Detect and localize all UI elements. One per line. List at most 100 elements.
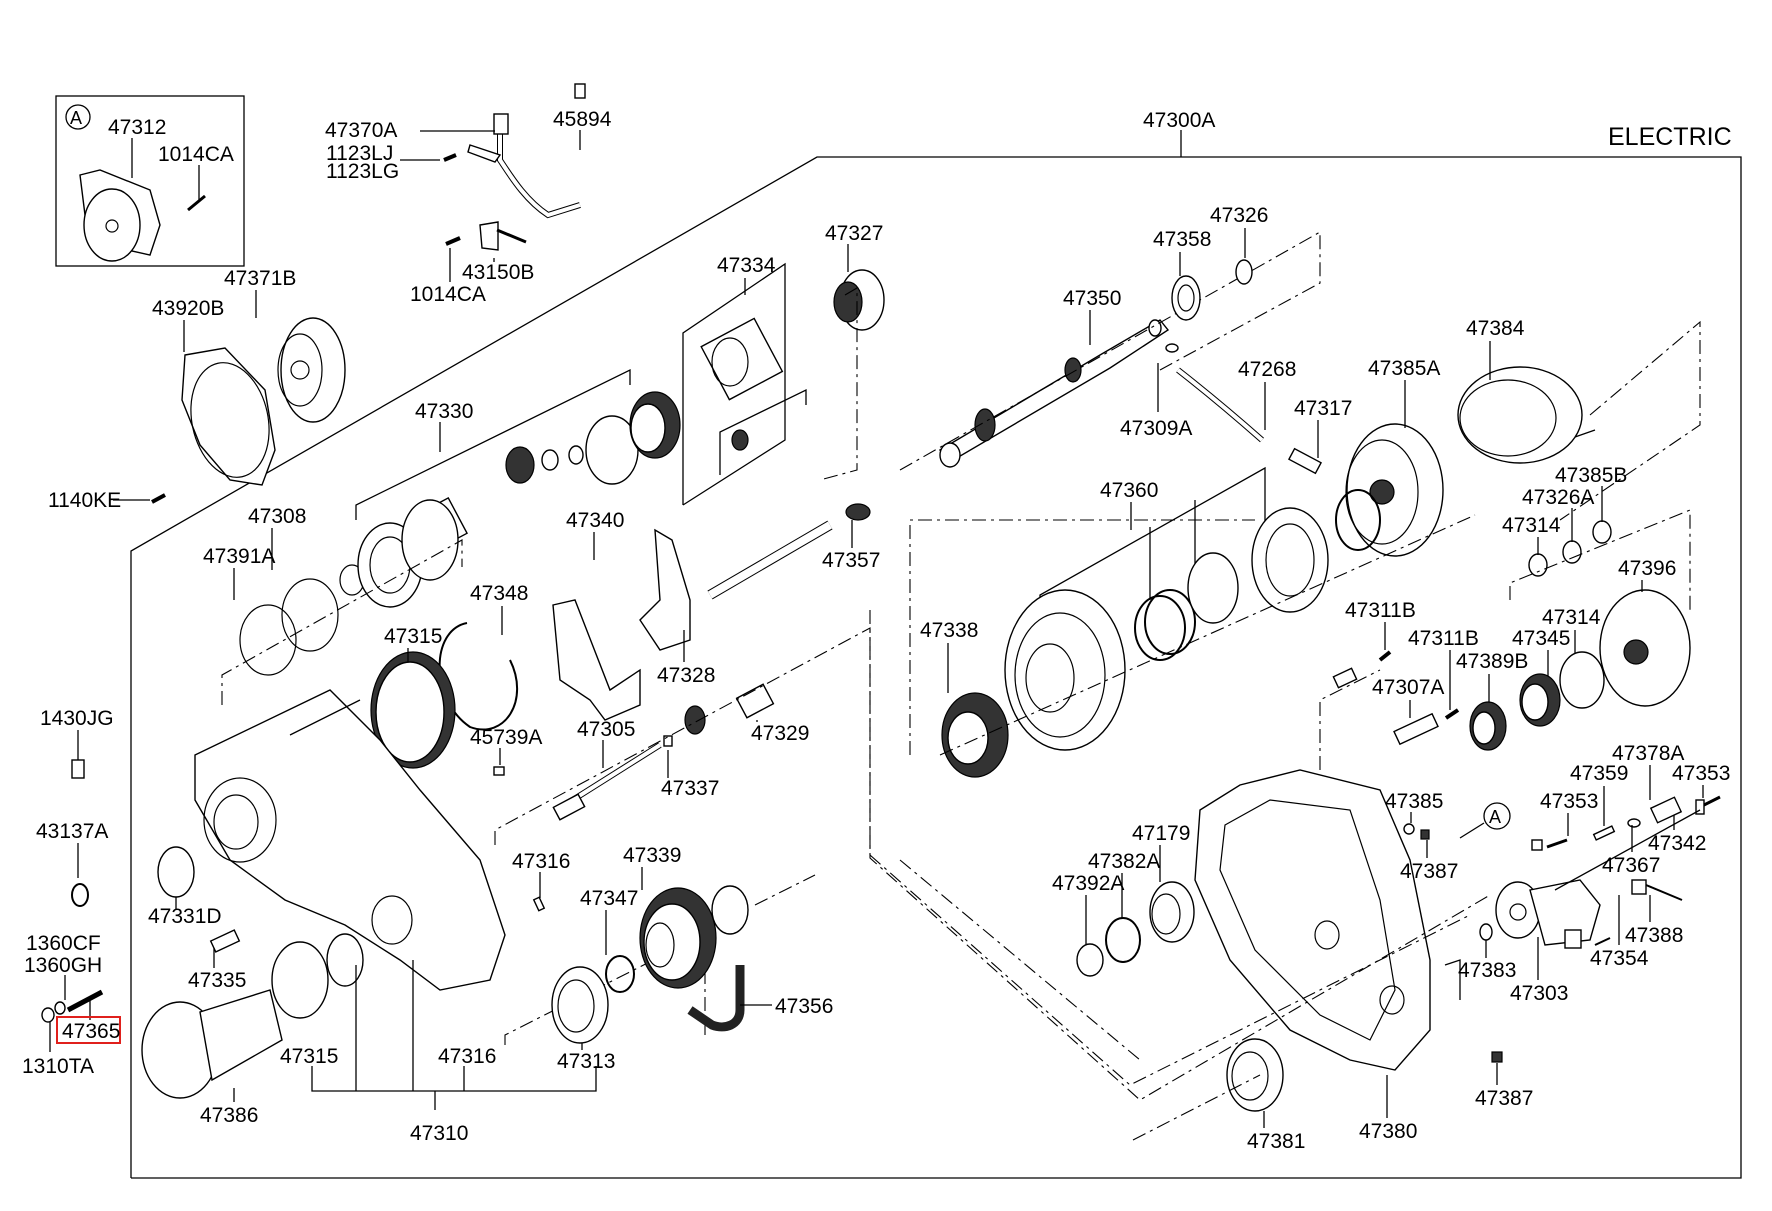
label-47268[interactable]: 47268 xyxy=(1238,358,1296,381)
label-47317[interactable]: 47317 xyxy=(1294,397,1352,420)
label-47334[interactable]: 47334 xyxy=(717,254,776,277)
label-47338[interactable]: 47338 xyxy=(920,619,978,642)
label-47383[interactable]: 47383 xyxy=(1458,959,1516,982)
label-47326A[interactable]: 47326A xyxy=(1522,486,1594,509)
label-47316-b[interactable]: 47316 xyxy=(438,1045,496,1068)
label-43137A[interactable]: 43137A xyxy=(36,820,108,843)
label-47380[interactable]: 47380 xyxy=(1359,1120,1417,1143)
label-45739A[interactable]: 45739A xyxy=(470,726,542,749)
label-47312[interactable]: 47312 xyxy=(108,116,166,139)
label-1014CA-b[interactable]: 1014CA xyxy=(410,283,486,306)
label-47313[interactable]: 47313 xyxy=(557,1050,615,1073)
motor-housing-47384 xyxy=(1457,366,1596,464)
label-47365[interactable]: 47365 xyxy=(62,1020,120,1043)
clutch-pack-47360 xyxy=(1004,466,1381,751)
label-47303[interactable]: 47303 xyxy=(1510,982,1568,1005)
label-47353-b[interactable]: 47353 xyxy=(1540,790,1598,813)
inset-marker-a: A xyxy=(70,108,82,128)
ring-gear-47315 xyxy=(370,651,456,769)
label-47385[interactable]: 47385 xyxy=(1385,790,1443,813)
label-47385A[interactable]: 47385A xyxy=(1368,357,1440,380)
label-47386[interactable]: 47386 xyxy=(200,1104,258,1127)
label-43150B[interactable]: 43150B xyxy=(462,261,534,284)
label-47337[interactable]: 47337 xyxy=(661,777,719,800)
label-47388[interactable]: 47388 xyxy=(1625,924,1683,947)
label-47342[interactable]: 47342 xyxy=(1648,832,1706,855)
label-47327[interactable]: 47327 xyxy=(825,222,883,245)
label-47314-a[interactable]: 47314 xyxy=(1502,514,1561,537)
label-47329[interactable]: 47329 xyxy=(751,722,809,745)
label-47360[interactable]: 47360 xyxy=(1100,479,1158,502)
label-47307A[interactable]: 47307A xyxy=(1372,676,1444,699)
label-47314-b[interactable]: 47314 xyxy=(1542,606,1601,629)
label-47384[interactable]: 47384 xyxy=(1466,317,1525,340)
label-47354[interactable]: 47354 xyxy=(1590,947,1649,970)
label-47378A[interactable]: 47378A xyxy=(1612,742,1684,765)
label-47315-b[interactable]: 47315 xyxy=(280,1045,338,1068)
label-47382A[interactable]: 47382A xyxy=(1088,850,1160,873)
label-47350[interactable]: 47350 xyxy=(1063,287,1121,310)
gasket-43920B xyxy=(181,347,276,486)
label-1140KE[interactable]: 1140KE xyxy=(48,489,121,512)
label-47348[interactable]: 47348 xyxy=(470,582,528,605)
label-47359[interactable]: 47359 xyxy=(1570,762,1628,785)
snap-ring-47382A xyxy=(1105,917,1141,963)
label-47330[interactable]: 47330 xyxy=(415,400,473,423)
breather-47335 xyxy=(209,929,241,953)
label-47326[interactable]: 47326 xyxy=(1210,204,1268,227)
seal-47371B xyxy=(277,317,346,423)
label-1123LG[interactable]: 1123LG xyxy=(326,160,399,183)
label-47381[interactable]: 47381 xyxy=(1247,1130,1305,1153)
sensor-47317 xyxy=(1287,447,1323,475)
label-47311B-a[interactable]: 47311B xyxy=(1345,599,1416,622)
label-47389B[interactable]: 47389B xyxy=(1456,650,1528,673)
label-1310TA[interactable]: 1310TA xyxy=(22,1055,94,1078)
label-43920B[interactable]: 43920B xyxy=(152,297,224,320)
clutch-coil-47385A xyxy=(1345,423,1444,557)
flange-47396 xyxy=(1599,589,1691,707)
label-47331D[interactable]: 47331D xyxy=(148,905,222,928)
label-47339[interactable]: 47339 xyxy=(623,844,681,867)
label-47316-a[interactable]: 47316 xyxy=(512,850,570,873)
label-47391A[interactable]: 47391A xyxy=(203,545,275,568)
label-47392A[interactable]: 47392A xyxy=(1052,872,1124,895)
label-47353-a[interactable]: 47353 xyxy=(1672,762,1730,785)
label-47358[interactable]: 47358 xyxy=(1153,228,1211,251)
label-47308[interactable]: 47308 xyxy=(248,505,306,528)
label-47328[interactable]: 47328 xyxy=(657,664,715,687)
label-47315-a[interactable]: 47315 xyxy=(384,625,442,648)
label-47371B[interactable]: 47371B xyxy=(224,267,296,290)
label-47367[interactable]: 47367 xyxy=(1602,854,1660,877)
washer-47392A xyxy=(1076,943,1104,977)
plug-47387-a xyxy=(1420,829,1430,840)
shaft-47307A xyxy=(1393,712,1439,746)
label-47387-b[interactable]: 47387 xyxy=(1475,1087,1533,1110)
assembly-frame xyxy=(130,130,1742,1179)
label-47370A[interactable]: 47370A xyxy=(325,119,397,142)
output-flange-47386 xyxy=(141,933,364,1099)
label-1123LJ[interactable]: 1123LJ xyxy=(326,142,393,165)
label-47335[interactable]: 47335 xyxy=(188,969,246,992)
label-1360CF[interactable]: 1360CF xyxy=(26,932,101,955)
pin-47316 xyxy=(532,896,546,912)
label-1430JG[interactable]: 1430JG xyxy=(40,707,114,730)
label-47347[interactable]: 47347 xyxy=(580,887,638,910)
label-45894[interactable]: 45894 xyxy=(553,108,612,131)
label-47387-a[interactable]: 47387 xyxy=(1400,860,1458,883)
label-47179[interactable]: 47179 xyxy=(1132,822,1190,845)
label-47310[interactable]: 47310 xyxy=(410,1122,468,1145)
label-47311B-b[interactable]: 47311B xyxy=(1408,627,1479,650)
label-47356[interactable]: 47356 xyxy=(775,995,833,1018)
label-47385B[interactable]: 47385B xyxy=(1555,464,1627,487)
label-47357[interactable]: 47357 xyxy=(822,549,880,572)
label-47309A[interactable]: 47309A xyxy=(1120,417,1192,440)
label-1014CA[interactable]: 1014CA xyxy=(158,143,234,166)
label-47340[interactable]: 47340 xyxy=(566,509,624,532)
label-47345[interactable]: 47345 xyxy=(1512,627,1570,650)
label-1360GH[interactable]: 1360GH xyxy=(24,954,102,977)
gear-47338 xyxy=(941,692,1009,778)
label-47300A[interactable]: 47300A xyxy=(1143,109,1215,132)
label-47305[interactable]: 47305 xyxy=(577,718,635,741)
diagram-title: ELECTRIC xyxy=(1608,123,1732,151)
label-47396[interactable]: 47396 xyxy=(1618,557,1676,580)
